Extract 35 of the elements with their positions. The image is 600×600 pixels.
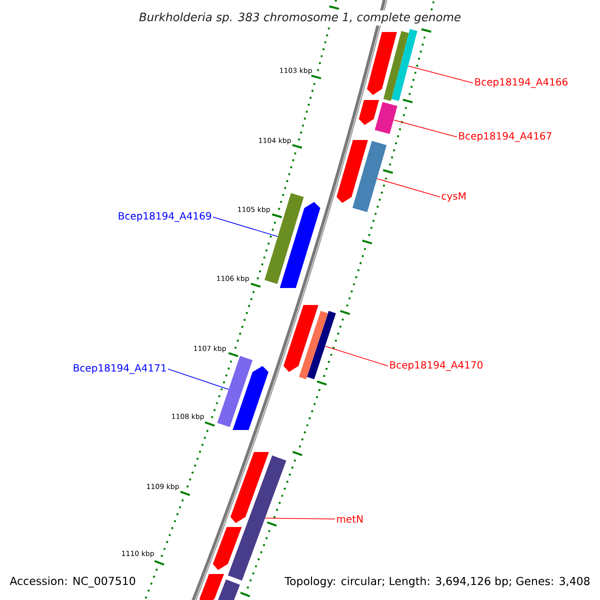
gene-label: cysM	[442, 192, 466, 202]
gene-label: Bcep18194_A4170	[390, 361, 482, 371]
gene-arrow-shape	[284, 305, 318, 372]
leader-line	[264, 518, 336, 520]
gene-bar	[391, 29, 418, 101]
gene-arrow-shape	[358, 100, 379, 125]
gene-arrow-shape	[280, 202, 320, 288]
gene-label: metN	[337, 515, 363, 523]
gene-bar	[352, 140, 387, 212]
gene-arrow-shape	[230, 452, 269, 523]
title: Burkholderia sp. 383 chromosome 1, complete genome	[136, 10, 464, 26]
gene-bar	[374, 102, 398, 134]
gene-arrow-shape	[232, 366, 268, 430]
gene-arrow-shape	[212, 527, 242, 570]
gene-label: Bcep18194_A4167	[459, 132, 552, 142]
gene-bar	[307, 310, 336, 380]
gene-label: Bcep18194_A4169	[118, 212, 212, 222]
leader-line	[408, 66, 474, 84]
leader-line	[324, 346, 388, 366]
gene-arrow-shape	[199, 574, 224, 600]
gene-arrow-shape	[336, 140, 368, 203]
gene-arrow-shape	[366, 32, 397, 95]
footer-text: Topology: circular; Length: 3,694,126 bp; Genes: 3,408	[283, 575, 592, 589]
leader-line	[376, 178, 440, 198]
gene-label: Bcep18194_A4166	[475, 78, 568, 88]
gene-bar	[383, 31, 409, 101]
gene-label: Bcep18194_A4171	[74, 364, 166, 374]
leader-line	[393, 120, 458, 138]
footer-text: Accession: NC_007510	[8, 575, 138, 589]
gene-bar	[217, 356, 253, 428]
gene-bar	[299, 310, 328, 380]
gene-bar	[228, 455, 286, 581]
gene-bar	[217, 579, 240, 600]
leader-line	[212, 216, 278, 237]
leader-line	[168, 368, 229, 390]
